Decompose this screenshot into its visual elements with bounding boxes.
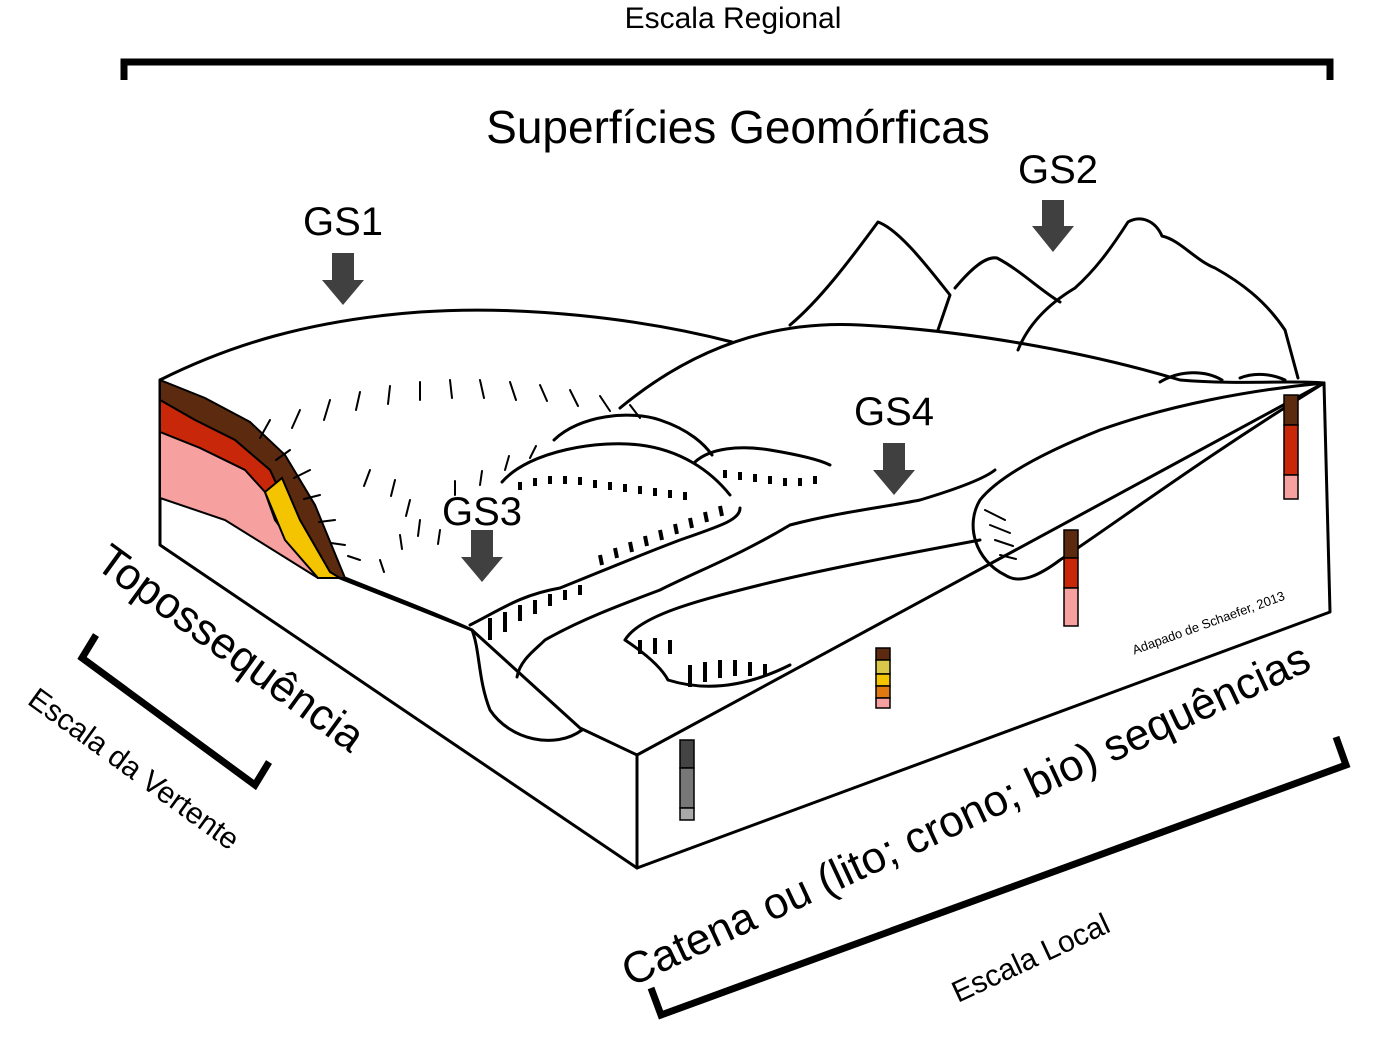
right-spur (971, 381, 1326, 581)
block-top-outline (158, 308, 734, 382)
inner-terrace-1 (500, 442, 732, 497)
terrace-bottom (623, 538, 982, 642)
slope-scale-label: Escala da Vertente (22, 682, 245, 857)
valley-left-slope (343, 576, 474, 632)
gs2-arrow-icon (1032, 200, 1074, 252)
gs1-label: GS1 (303, 200, 383, 244)
terrace-lower (515, 468, 997, 679)
mountain-foot (1158, 371, 1287, 384)
terrace-upper (468, 506, 742, 627)
inner-terrace-3 (693, 446, 832, 467)
soil-column-local-3 (1063, 529, 1079, 627)
geomorphic-surfaces-title: Superfícies Geomórficas (486, 101, 990, 153)
regional-scale-bracket (120, 58, 1334, 80)
local-scale-bracket (647, 735, 1351, 1020)
toposequence-soil-profile (159, 378, 347, 579)
gs4-arrow-icon (873, 443, 915, 495)
gs3-label: GS3 (442, 490, 522, 534)
central-hill-outline (618, 322, 1326, 410)
slope-scale-bracket (77, 633, 272, 791)
soil-column-local-2 (875, 647, 891, 709)
valley-channel (470, 628, 584, 742)
terrace-ticks (488, 470, 817, 687)
gs3-arrow-icon (461, 530, 503, 582)
mountains-gs2 (788, 217, 1300, 380)
local-scale-label: Escala Local (947, 907, 1115, 1009)
slope-hachures (259, 379, 1017, 573)
soil-column-local-4 (1283, 394, 1299, 500)
inner-terrace-2 (552, 413, 714, 457)
block-right-face (635, 381, 1332, 870)
gs1-arrow-icon (322, 253, 364, 305)
block-left-face (158, 378, 639, 870)
gs4-label: GS4 (854, 390, 934, 434)
gs2-label: GS2 (1018, 148, 1098, 192)
regional-scale-label: Escala Regional (625, 2, 842, 35)
terrace-front-scarp (623, 638, 792, 688)
soil-column-local-1 (679, 739, 695, 821)
